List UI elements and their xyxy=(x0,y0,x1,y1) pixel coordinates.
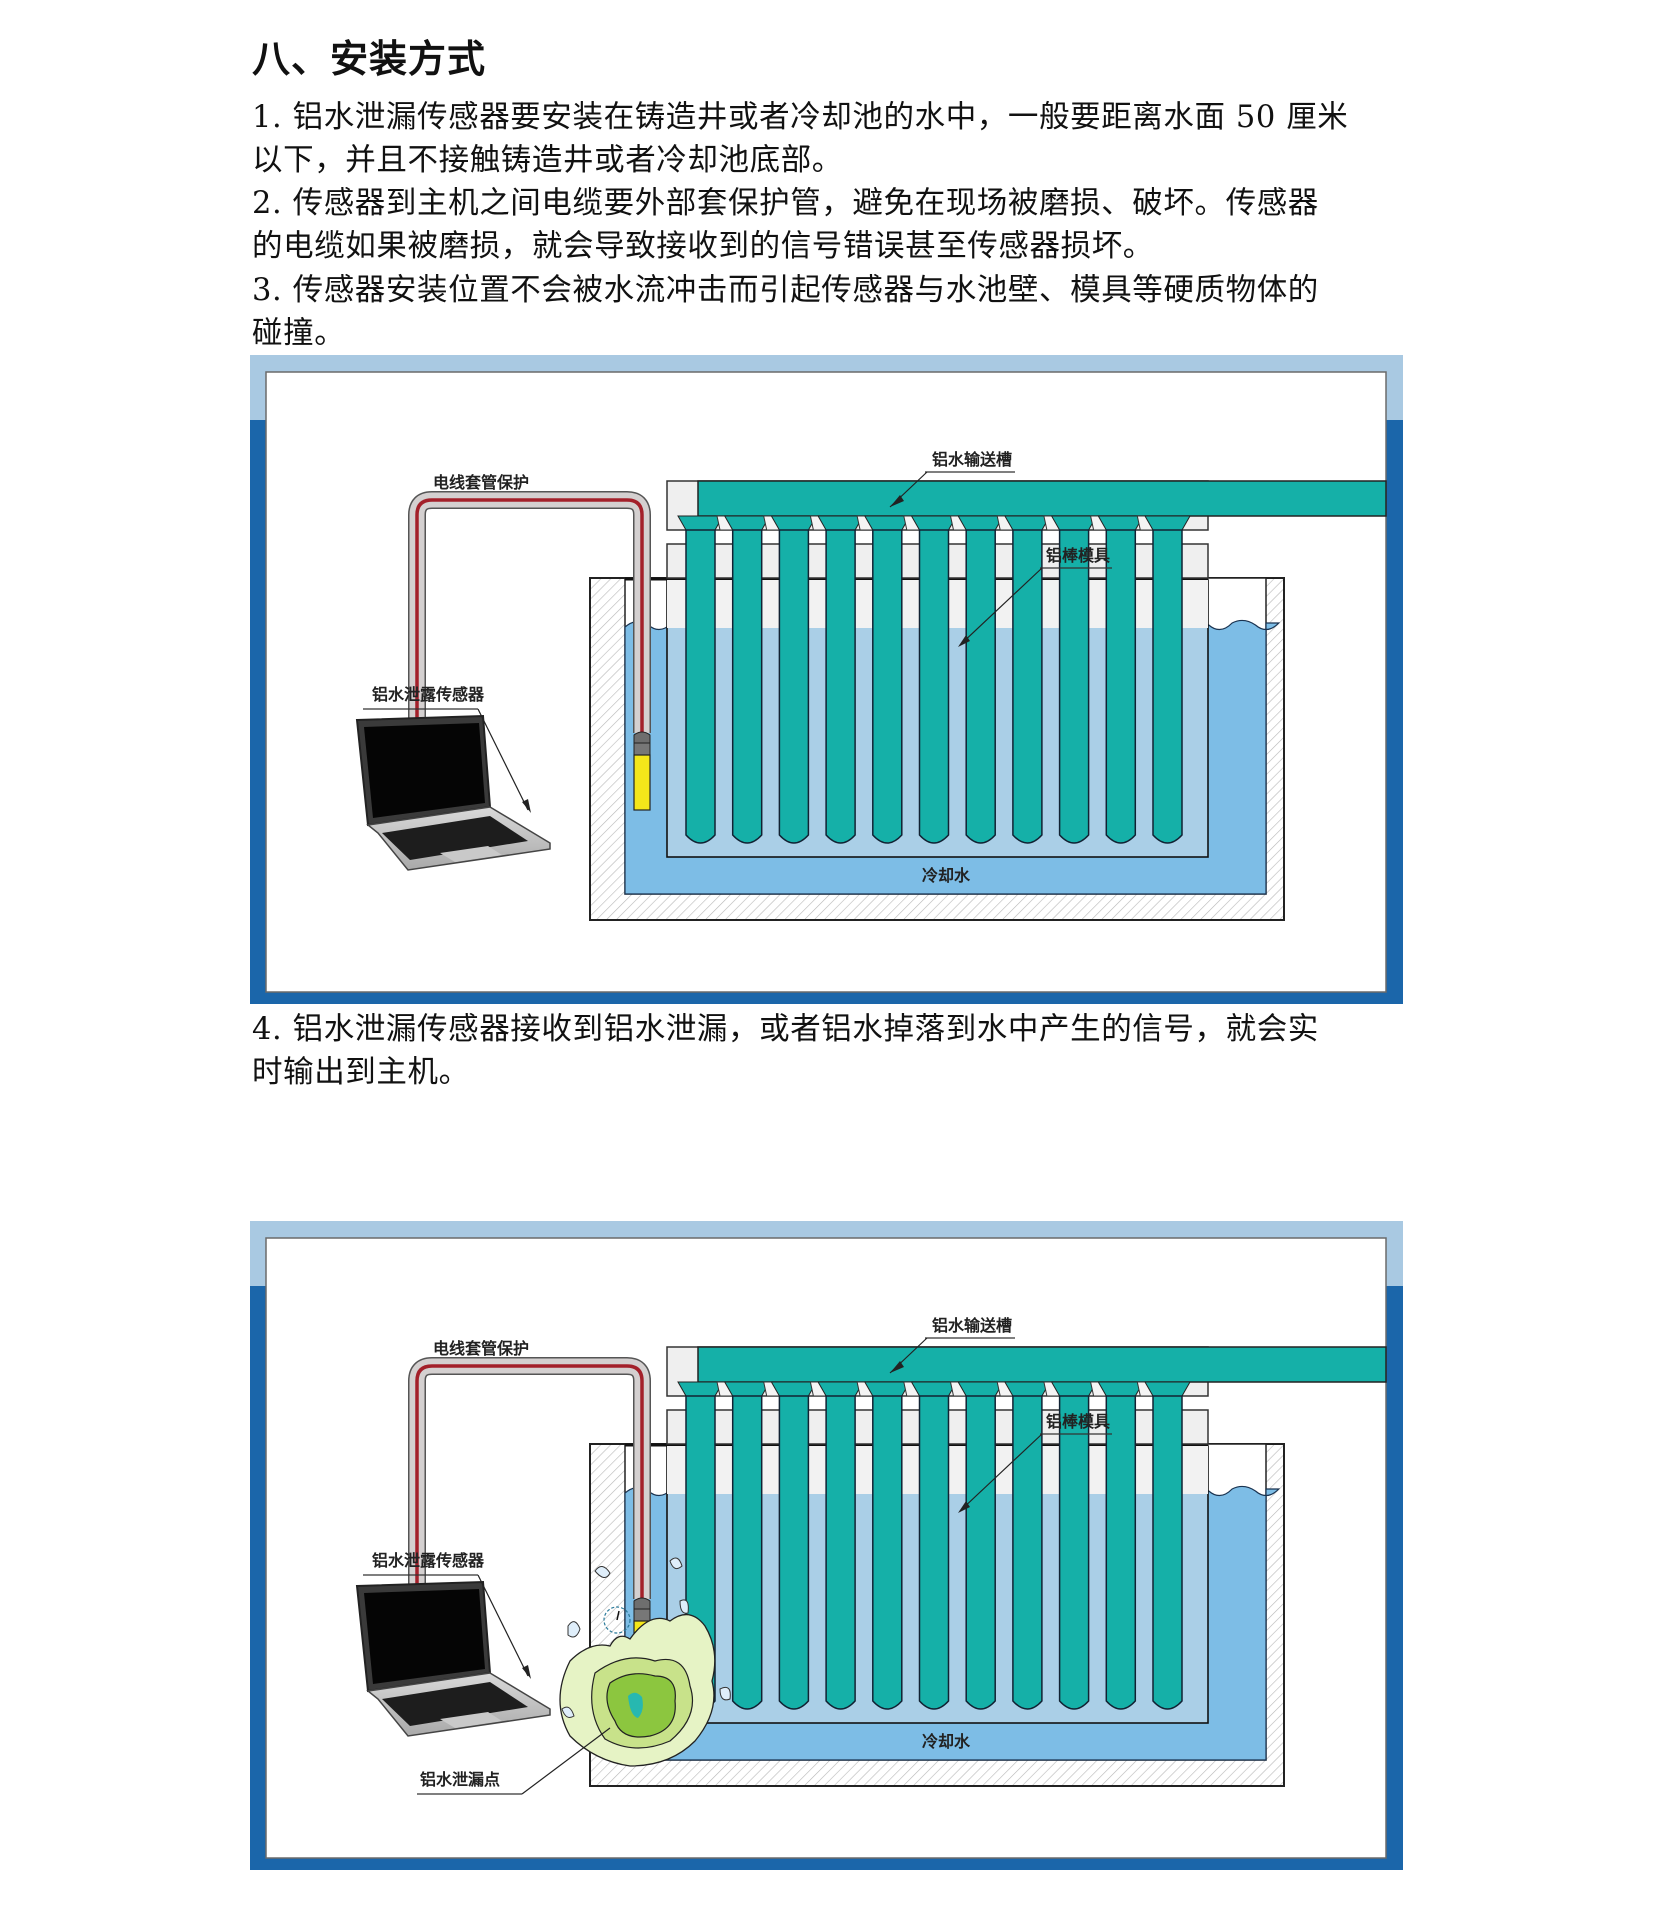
aluminum-rod xyxy=(872,1395,903,1710)
aluminum-rod xyxy=(825,529,856,844)
label-mold: 铝棒模具 xyxy=(958,1412,1112,1513)
svg-text:电线套管保护: 电线套管保护 xyxy=(433,1339,529,1358)
aluminum-rod xyxy=(1058,529,1090,844)
leak-spill xyxy=(559,1557,731,1767)
paragraph-line: 3. 传感器安装位置不会被水流冲击而引起传感器与水池壁、模具等硬质物体的 xyxy=(252,273,1319,308)
aluminum-rod xyxy=(778,1395,810,1710)
paragraph-line: 碰撞。 xyxy=(252,316,346,352)
svg-text:铝水泄露传感器: 铝水泄露传感器 xyxy=(372,1551,485,1570)
label-sensor: 铝水泄露传感器 xyxy=(363,1551,531,1679)
leak-diagram: 电线套管保护 铝水输送槽 铝棒模具 铝水泄露传感器 冷却水 铝水泄漏点 xyxy=(250,1221,1403,1870)
paragraph-2: 2. 传感器到主机之间电缆要外部套保护管，避免在现场被磨损、破坏。传感器 的电缆… xyxy=(252,182,1412,269)
paragraph-4: 4. 铝水泄漏传感器接收到铝水泄漏，或者铝水掉落到水中产生的信号，就会实 时输出… xyxy=(252,1008,1412,1095)
aluminum-rod xyxy=(965,1395,996,1710)
aluminum-rod xyxy=(1058,1395,1090,1710)
paragraph-line: 2. 传感器到主机之间电缆要外部套保护管，避免在现场被磨损、破坏。传感器 xyxy=(252,186,1319,221)
paragraph-line: 4. 铝水泄漏传感器接收到铝水泄漏，或者铝水掉落到水中产生的信号，就会实 xyxy=(252,1012,1319,1047)
label-cable-protection: 电线套管保护 xyxy=(433,473,529,492)
installation-diagram: 电线套管保护 铝水输送槽 铝棒模具 铝水泄露传感器 冷却水 xyxy=(250,355,1403,1004)
aluminum-trough xyxy=(697,480,1387,517)
paragraph-line: 时输出到主机。 xyxy=(252,1055,470,1091)
aluminum-rod xyxy=(1105,529,1137,844)
aluminum-rod xyxy=(1152,529,1183,844)
leak-sensor xyxy=(633,731,651,811)
label-sensor: 铝水泄露传感器 xyxy=(363,685,531,813)
aluminum-rod xyxy=(918,529,950,844)
aluminum-rod xyxy=(918,1395,950,1710)
cable-conduit xyxy=(408,491,651,825)
label-mold: 铝棒模具 xyxy=(958,546,1112,647)
paragraph-line: 1. 铝水泄漏传感器要安装在铸造井或者冷却池的水中，一般要距离水面 50 厘米 xyxy=(252,100,1349,135)
svg-text:铝水输送槽: 铝水输送槽 xyxy=(932,450,1012,469)
aluminum-rod xyxy=(825,1395,856,1710)
aluminum-rod xyxy=(778,529,810,844)
label-cable-protection: 电线套管保护 xyxy=(433,1339,529,1358)
aluminum-rod xyxy=(965,529,996,844)
paragraph-3: 3. 传感器安装位置不会被水流冲击而引起传感器与水池壁、模具等硬质物体的 碰撞。 xyxy=(252,269,1412,356)
svg-text:铝棒模具: 铝棒模具 xyxy=(1046,546,1110,565)
aluminum-rod xyxy=(872,529,903,844)
paragraph-line: 以下，并且不接触铸造井或者冷却池底部。 xyxy=(252,143,843,179)
label-cooling-water: 冷却水 xyxy=(922,866,971,885)
svg-text:电线套管保护: 电线套管保护 xyxy=(433,473,529,492)
paragraph-line: 的电缆如果被磨损，就会导致接收到的信号错误甚至传感器损坏。 xyxy=(252,229,1154,265)
paragraph-1: 1. 铝水泄漏传感器要安装在铸造井或者冷却池的水中，一般要距离水面 50 厘米 … xyxy=(252,96,1412,183)
aluminum-trough xyxy=(697,1346,1387,1383)
svg-text:铝棒模具: 铝棒模具 xyxy=(1046,1412,1110,1431)
aluminum-rod xyxy=(685,529,716,844)
label-trough: 铝水输送槽 xyxy=(889,450,1015,508)
aluminum-rod xyxy=(1105,1395,1137,1710)
aluminum-rod xyxy=(731,529,763,844)
section-heading: 八、安装方式 xyxy=(252,36,487,81)
svg-text:铝水输送槽: 铝水输送槽 xyxy=(932,1316,1012,1335)
label-leak-point: 铝水泄漏点 xyxy=(417,1727,611,1795)
svg-text:铝水泄漏点: 铝水泄漏点 xyxy=(420,1770,500,1789)
aluminum-rod xyxy=(1012,529,1043,844)
laptop-host-icon xyxy=(355,714,551,871)
svg-text:铝水泄露传感器: 铝水泄露传感器 xyxy=(372,685,485,704)
aluminum-rod xyxy=(731,1395,763,1710)
aluminum-rod xyxy=(1012,1395,1043,1710)
label-cooling-water: 冷却水 xyxy=(922,1732,971,1751)
label-trough: 铝水输送槽 xyxy=(889,1316,1015,1374)
laptop-host-icon xyxy=(355,1580,551,1737)
cable-conduit xyxy=(408,1357,651,1691)
aluminum-rod xyxy=(1152,1395,1183,1710)
